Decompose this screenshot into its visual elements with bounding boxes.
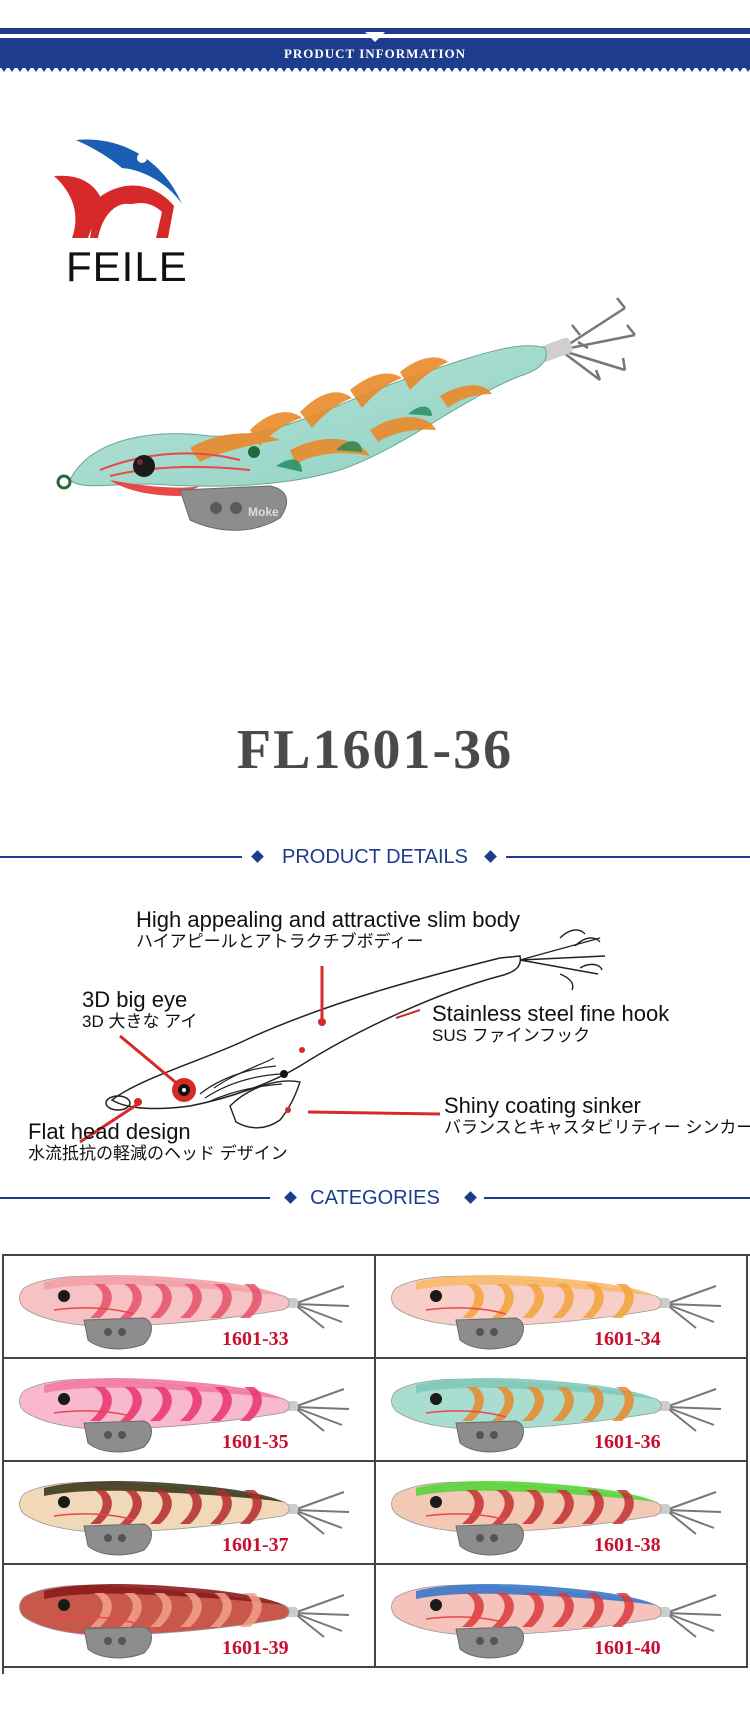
category-code: 1601-39	[222, 1637, 289, 1659]
body-annotation: High appealing and attractive slim body …	[136, 908, 520, 952]
header-title: PRODUCT INFORMATION	[283, 46, 467, 61]
annotation-jp: ハイアピールとアトラクチブボディー	[136, 932, 424, 951]
lure-outline-diagram	[79, 929, 606, 1144]
annotation-en: Flat head design	[28, 1119, 191, 1144]
annotation-en: Stainless steel fine hook	[432, 1001, 670, 1026]
category-lure-image	[19, 1378, 350, 1453]
category-item[interactable]: 1601-35	[4, 1359, 376, 1462]
annotation-en: 3D big eye	[82, 987, 188, 1012]
categories-grid: 1601-33 1601-34 1601-35 1601-36 1601-37 1601-…	[2, 1254, 750, 1674]
category-lure-image	[19, 1584, 350, 1659]
hook-icon	[559, 297, 636, 381]
divider-line	[506, 856, 750, 858]
category-lure-image	[391, 1584, 722, 1659]
hero-product-image: Moke	[56, 297, 636, 531]
category-lure-image	[391, 1378, 722, 1453]
brand-logo: FEILE	[50, 138, 200, 298]
annotation-jp: バランスとキャスタビリティー シンカー	[444, 1118, 750, 1137]
banner-zigzag-edge	[0, 66, 750, 74]
divider-line	[0, 1197, 270, 1199]
sinker-label: Moke	[248, 505, 279, 519]
category-item[interactable]: 1601-37	[4, 1462, 376, 1565]
annotation-jp: SUS ファインフック	[432, 1026, 591, 1045]
category-item[interactable]: 1601-36	[376, 1359, 748, 1462]
diamond-icon	[251, 850, 264, 863]
annotation-en: High appealing and attractive slim body	[136, 907, 521, 932]
category-code: 1601-40	[594, 1637, 661, 1659]
category-code: 1601-35	[222, 1431, 289, 1453]
lure-eye	[133, 455, 155, 477]
category-item[interactable]: 1601-40	[376, 1565, 748, 1668]
category-code: 1601-37	[222, 1534, 289, 1556]
category-lure-image	[391, 1275, 722, 1350]
category-code: 1601-36	[594, 1431, 661, 1453]
category-item[interactable]: 1601-38	[376, 1462, 748, 1565]
category-lure-image	[391, 1481, 722, 1556]
divider-line	[0, 856, 242, 858]
annotation-en: Shiny coating sinker	[444, 1093, 641, 1118]
sinker-annotation: Shiny coating sinker バランスとキャスタビリティー シンカー	[444, 1094, 750, 1138]
product-details-heading: PRODUCT DETAILS	[0, 844, 750, 870]
logo-mark-icon	[54, 139, 182, 238]
section-title: CATEGORIES	[310, 1187, 440, 1209]
brand-name: FEILE	[66, 243, 188, 290]
diamond-icon	[464, 1191, 477, 1204]
categories-heading: CATEGORIES	[0, 1185, 750, 1211]
category-item[interactable]: 1601-39	[4, 1565, 376, 1668]
hook-annotation: Stainless steel fine hook SUS ファインフック	[432, 1002, 669, 1046]
diamond-icon	[284, 1191, 297, 1204]
product-details-diagram: High appealing and attractive slim body …	[0, 898, 750, 1178]
banner-main-stripe	[0, 38, 750, 68]
section-title: PRODUCT DETAILS	[282, 846, 468, 868]
header-banner: PRODUCT INFORMATION	[0, 28, 750, 74]
eye-annotation: 3D big eye 3D 大きな アイ	[82, 988, 197, 1032]
category-lure-image	[19, 1481, 350, 1556]
category-item[interactable]: 1601-33	[4, 1256, 376, 1359]
category-code: 1601-33	[222, 1328, 289, 1350]
banner-top-stripe	[0, 28, 750, 34]
annotation-jp: 3D 大きな アイ	[82, 1012, 198, 1031]
category-item[interactable]: 1601-34	[376, 1256, 748, 1359]
category-code: 1601-38	[594, 1534, 661, 1556]
category-lure-image	[19, 1275, 350, 1350]
model-number: FL1601-36	[236, 719, 514, 781]
annotation-jp: 水流抵抗の軽減のヘッド デザイン	[28, 1144, 288, 1163]
category-code: 1601-34	[594, 1328, 661, 1350]
divider-line	[484, 1197, 750, 1199]
diamond-icon	[484, 850, 497, 863]
head-annotation: Flat head design 水流抵抗の軽減のヘッド デザイン	[28, 1120, 288, 1164]
banner-notch-icon	[365, 32, 385, 42]
